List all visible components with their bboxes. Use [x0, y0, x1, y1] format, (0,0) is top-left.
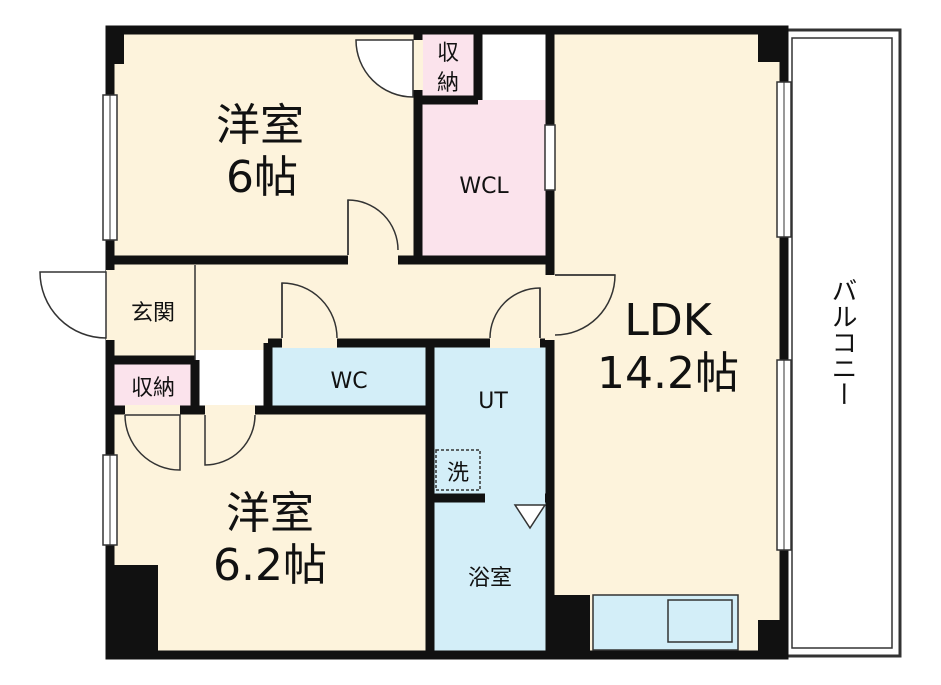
western-room-1-size: 6帖 [226, 152, 298, 203]
western-room-2-floor [110, 410, 430, 655]
bath-label: 浴室 [468, 566, 512, 591]
storage-top-label-2: 納 [437, 71, 459, 96]
storage-left-floor [110, 360, 195, 410]
entrance-label: 玄関 [131, 301, 175, 326]
wc-label: WC [330, 369, 367, 394]
washer-box [435, 449, 481, 491]
storage-top-label-1: 収 [437, 41, 459, 66]
western-room-1-name: 洋室 [216, 100, 304, 151]
entrance-floor [110, 260, 195, 360]
washer-label: 洗 [447, 461, 469, 486]
western-room-2-size: 6.2帖 [213, 540, 327, 591]
balcony [782, 28, 902, 658]
wc-floor [268, 343, 430, 411]
ldk-size: 14.2帖 [597, 348, 739, 399]
wcl-floor [418, 100, 550, 260]
pillars [106, 26, 788, 659]
storage-left-label: 収納 [131, 376, 175, 401]
kitchen-counter [592, 594, 739, 651]
storage-top-floor [418, 30, 478, 100]
window-lines [109, 82, 785, 550]
ldk-floor [550, 30, 784, 655]
ldk-name: LDK [624, 295, 712, 346]
western-room-2-name: 洋室 [226, 488, 314, 539]
balcony-label: バルコニー [827, 277, 857, 407]
ut-label: UT [478, 389, 508, 414]
door-swings [39, 39, 616, 530]
wcl-label: WCL [459, 174, 509, 199]
door-openings [106, 40, 555, 503]
